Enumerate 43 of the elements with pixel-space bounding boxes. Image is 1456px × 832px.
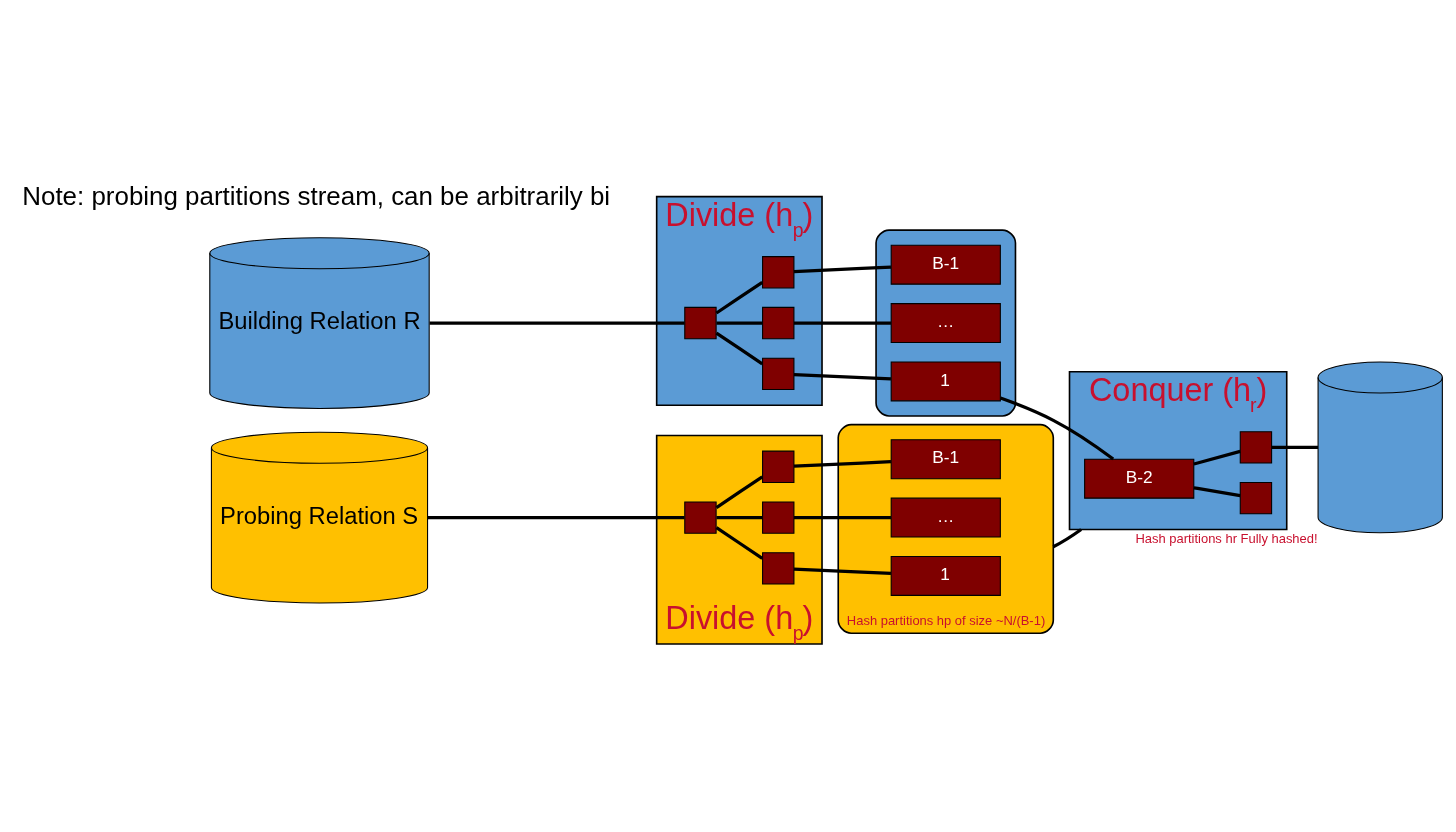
- cluster: Divide (h$_{p}$): [655, 195, 823, 406]
- connector: [715, 280, 764, 315]
- connector: [429, 321, 685, 325]
- label: Note: probing partitions stream, can be arbitrarily bi: [22, 182, 611, 211]
- node-box: [762, 256, 795, 289]
- node-box: [1239, 431, 1273, 464]
- node-box: [684, 306, 717, 340]
- cluster: [837, 423, 1055, 635]
- connector: [1052, 528, 1083, 549]
- node-box: B-1: [890, 244, 1001, 285]
- cluster: [875, 229, 1017, 417]
- connector: [716, 515, 763, 520]
- connector: [793, 567, 891, 576]
- node-label: Hash partitions hp of size ~N/(B-1): [846, 613, 1046, 629]
- connector: [1193, 449, 1241, 466]
- connector: [794, 515, 891, 520]
- cluster: Divide (h$_{p}$): [655, 434, 823, 645]
- node-box: [684, 501, 717, 534]
- connector: [715, 475, 764, 509]
- connector: [716, 321, 763, 325]
- node-box: [762, 306, 795, 340]
- node-box: B-1: [890, 439, 1001, 480]
- connector: [999, 396, 1115, 461]
- connector: [427, 515, 685, 520]
- node-box: 1: [890, 361, 1001, 402]
- connector: [793, 372, 891, 381]
- connector: [1193, 486, 1241, 498]
- connector: [793, 460, 891, 468]
- node-box: B-2: [1084, 458, 1195, 499]
- node-box: …: [890, 497, 1001, 538]
- node-box: [762, 450, 795, 483]
- node-label: Hash partitions hr Fully hashed!: [1135, 531, 1318, 547]
- node-box: …: [890, 303, 1001, 344]
- connector: [794, 321, 891, 325]
- node-box: 1: [890, 555, 1001, 596]
- connector: [715, 526, 764, 560]
- node-box: [1239, 481, 1273, 515]
- node-box: [762, 357, 795, 391]
- connector: [793, 265, 891, 274]
- connector: [1272, 445, 1318, 449]
- node-box: [762, 501, 795, 534]
- connector: [715, 331, 764, 366]
- node-box: [762, 552, 795, 585]
